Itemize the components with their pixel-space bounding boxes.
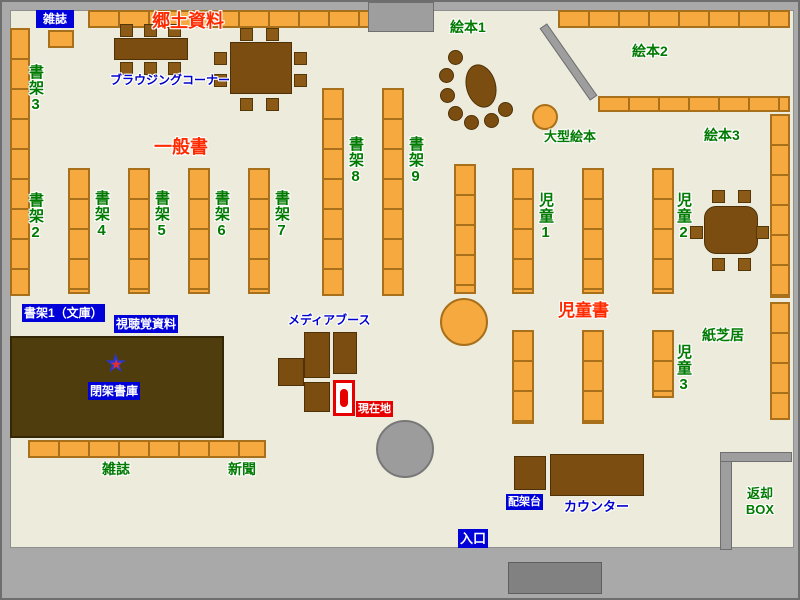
you-are-here-label: 現在地	[356, 401, 393, 417]
shelf-5-label: 書架5	[153, 190, 170, 240]
picture-books-2-label: 絵本2	[632, 43, 668, 59]
chair	[168, 62, 181, 75]
shelf-5-unit	[128, 168, 150, 294]
shelf-6-unit	[188, 168, 210, 294]
shelf-4-label: 書架4	[93, 190, 110, 240]
chair	[120, 62, 133, 75]
sorting-table-block	[514, 456, 546, 490]
center-shelf-unit	[454, 164, 476, 294]
picture-books-3-label: 絵本3	[704, 127, 740, 143]
story-corner-cushion	[498, 102, 513, 117]
top-pillar-wall	[368, 2, 434, 32]
chair	[240, 28, 253, 41]
current-location-booth	[333, 380, 355, 416]
chair	[294, 74, 307, 87]
shelf-1-bunko-label: 書架1（文庫）	[22, 304, 105, 322]
chair	[294, 52, 307, 65]
chair	[266, 28, 279, 41]
shelf-3-label: 書架3	[27, 64, 44, 114]
story-corner-cushion	[448, 106, 463, 121]
childrens-books-label: 児童書	[558, 301, 609, 320]
media-booth-seat	[278, 358, 304, 386]
browsing-table-2	[230, 42, 292, 94]
kamishibai-label: 紙芝居	[702, 327, 744, 343]
return-box-wall-side	[720, 452, 732, 550]
current-location-marker	[340, 389, 348, 407]
newspapers-label: 新聞	[228, 461, 256, 477]
chair	[738, 190, 751, 203]
chair	[214, 52, 227, 65]
large-picture-books-label: 大型絵本	[544, 129, 597, 144]
magazine-mini-shelf	[48, 30, 74, 48]
return-box-label: 返却 BOX	[745, 486, 775, 518]
story-corner-cushion	[448, 50, 463, 65]
counter-block	[550, 454, 644, 496]
chair	[144, 24, 157, 37]
shelf-2-label: 書架2	[27, 192, 44, 242]
magazines-top-label: 雑誌	[36, 10, 74, 28]
chair	[690, 226, 703, 239]
chair	[240, 98, 253, 111]
children-lower-shelf-b	[582, 330, 604, 424]
shelf-8-label: 書架8	[347, 136, 364, 186]
media-booth-seat	[304, 332, 330, 378]
chair	[120, 24, 133, 37]
star-icon: ★ ★	[104, 348, 128, 378]
chair	[266, 98, 279, 111]
chair	[214, 74, 227, 87]
entrance-vestibule	[508, 562, 602, 594]
entrance-label: 入口	[458, 529, 489, 548]
shelf-9-label: 書架9	[407, 136, 424, 186]
browsing-table-1	[114, 38, 188, 60]
children-1-shelf-b	[582, 168, 604, 294]
media-booth-seat	[304, 382, 330, 412]
story-corner-cushion	[440, 88, 455, 103]
chair	[712, 190, 725, 203]
audio-visual-label: 視聴覚資料	[114, 315, 179, 333]
magazines-bottom-label: 雑誌	[102, 461, 130, 477]
large-picture-book-table	[532, 104, 558, 130]
children-1-shelf-a	[512, 168, 534, 294]
chair	[756, 226, 769, 239]
chair	[144, 62, 157, 75]
picture-books-1-label: 絵本1	[450, 19, 486, 35]
shelf-9-unit	[382, 88, 404, 296]
media-booth-label: メディアブース	[288, 313, 371, 327]
shelf-8-unit	[322, 88, 344, 296]
children-lower-shelf-a	[512, 330, 534, 424]
browsing-corner-label: ブラウジングコーナー	[110, 73, 231, 87]
children-1-label: 児童1	[537, 192, 554, 242]
chair	[712, 258, 725, 271]
chair	[738, 258, 751, 271]
children-3-shelf	[652, 330, 674, 398]
closed-stacks-label: 閉架書庫	[88, 382, 141, 400]
shelf-4-unit	[68, 168, 90, 294]
left-wall-shelf	[10, 28, 30, 296]
return-box-wall-top	[720, 452, 792, 462]
shelf-7-unit	[248, 168, 270, 294]
sorting-table-label: 配架台	[506, 494, 543, 510]
shelf-6-label: 書架6	[213, 190, 230, 240]
story-corner-cushion	[464, 115, 479, 130]
general-books-label: 一般書	[154, 137, 208, 157]
picture-books-3-shelf	[598, 96, 790, 112]
children-2-label: 児童2	[675, 192, 692, 242]
counter-label: カウンター	[564, 499, 630, 514]
top-wall-shelf-local-history	[88, 10, 374, 28]
top-wall-shelf-picture-books	[558, 10, 790, 28]
shelf-7-label: 書架7	[273, 190, 290, 240]
pillar	[376, 420, 434, 478]
story-corner-cushion	[484, 113, 499, 128]
magazine-newspaper-shelf	[28, 440, 266, 458]
children-2-shelf	[652, 168, 674, 294]
children-table	[704, 206, 758, 254]
round-reading-table	[440, 298, 488, 346]
children-3-label: 児童3	[675, 344, 692, 394]
chair	[168, 24, 181, 37]
local-history-label: 郷土資料	[152, 11, 224, 31]
right-wall-shelf-kamishibai	[770, 302, 790, 420]
right-wall-shelf-upper	[770, 114, 790, 298]
story-corner-cushion	[439, 68, 454, 83]
media-booth-seat	[333, 332, 357, 374]
